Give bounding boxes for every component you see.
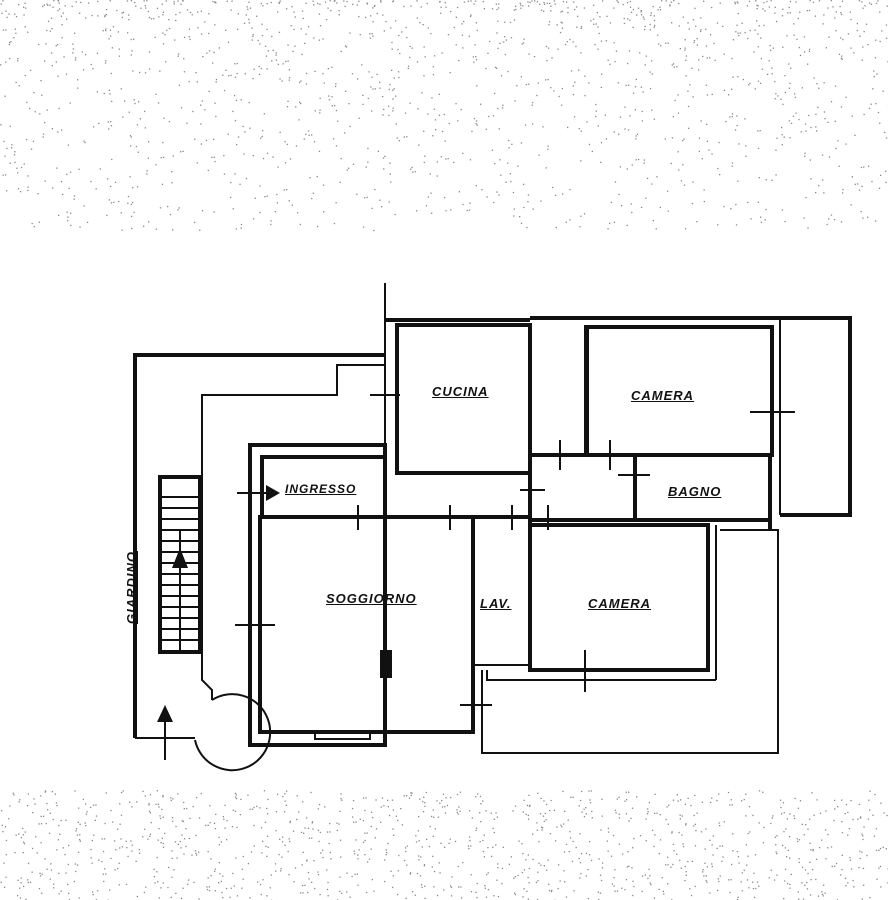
fireplace	[380, 650, 392, 678]
room-label-cucina: CUCINA	[432, 384, 489, 399]
stairs	[158, 475, 202, 654]
soggiorno-walls	[258, 515, 475, 734]
round-step	[194, 693, 272, 772]
walls	[235, 283, 852, 754]
window	[314, 732, 371, 740]
room-label-lav: LAV.	[480, 596, 512, 611]
room-label-bagno: BAGNO	[668, 484, 722, 499]
room-label-camera-bottom: CAMERA	[588, 596, 652, 611]
stairs-arrow-icon	[172, 548, 188, 568]
room-label-camera-top: CAMERA	[631, 388, 695, 403]
camera-bottom-walls	[528, 523, 710, 672]
entrance-arrow-icon	[157, 485, 280, 760]
room-label-ingresso: INGRESSO	[285, 482, 357, 496]
room-label-giardino: GIARDINO	[124, 551, 139, 624]
cucina-walls	[395, 323, 532, 475]
room-label-soggiorno: SOGGIORNO	[326, 591, 417, 606]
